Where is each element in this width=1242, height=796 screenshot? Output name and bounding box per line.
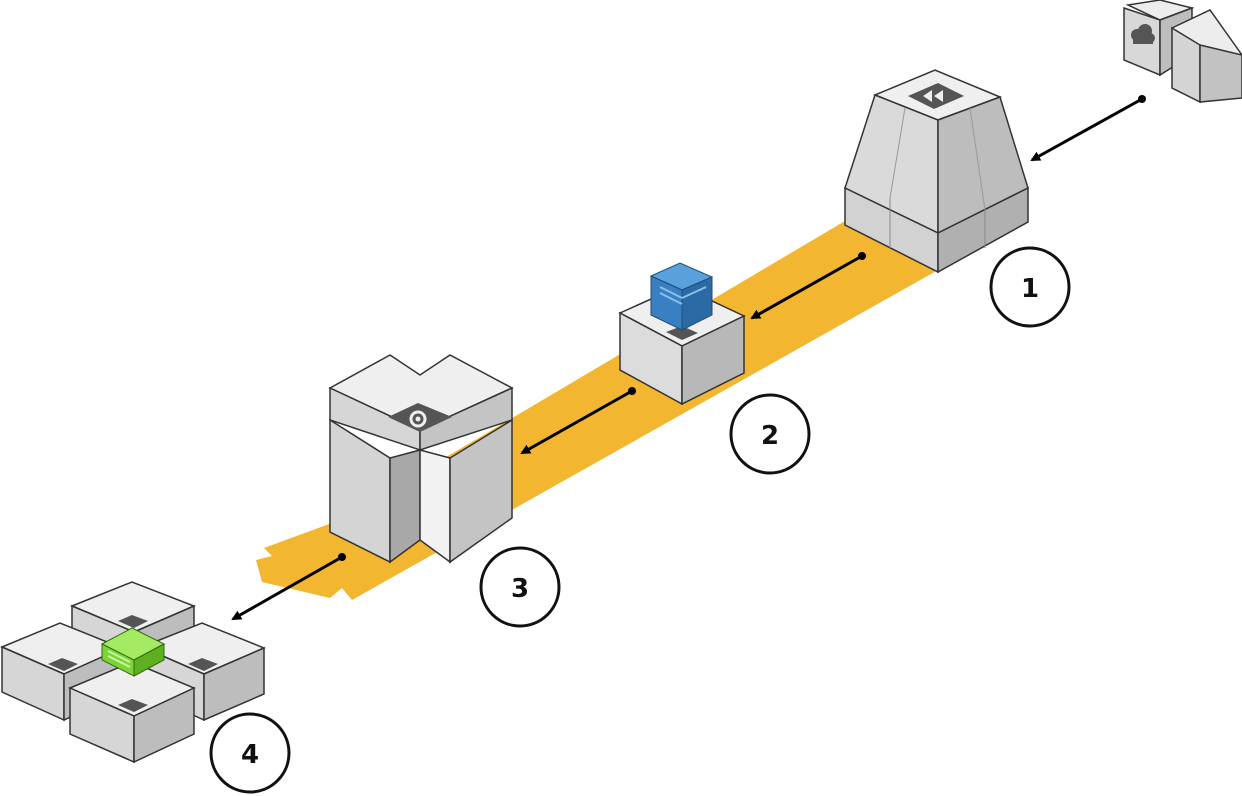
step-badge-1: 1 (989, 246, 1071, 328)
arrow-stream-to-container (750, 252, 866, 320)
step-number: 2 (761, 421, 779, 451)
step-number: 3 (511, 574, 529, 604)
arrows (231, 95, 1146, 621)
source-node (1123, 0, 1242, 104)
step-badge-4: 4 (209, 712, 291, 794)
arrow-processor-to-cluster (231, 553, 346, 621)
processor-node (328, 354, 514, 564)
stream-node (844, 69, 1029, 274)
step-badge-3: 3 (479, 546, 561, 628)
green-block-icon (100, 627, 166, 677)
container-node (618, 262, 746, 406)
fast-forward-icon (908, 83, 964, 109)
step-number: 4 (241, 740, 259, 770)
arrow-container-to-processor (520, 387, 636, 455)
bucket-gear-icon (388, 403, 452, 432)
cluster-node (0, 581, 266, 764)
package-icon (649, 262, 714, 331)
arrow-source-to-stream (1030, 95, 1146, 162)
cloud-icon (1131, 24, 1155, 44)
step-number: 1 (1021, 274, 1039, 304)
step-badge-2: 2 (729, 393, 811, 475)
